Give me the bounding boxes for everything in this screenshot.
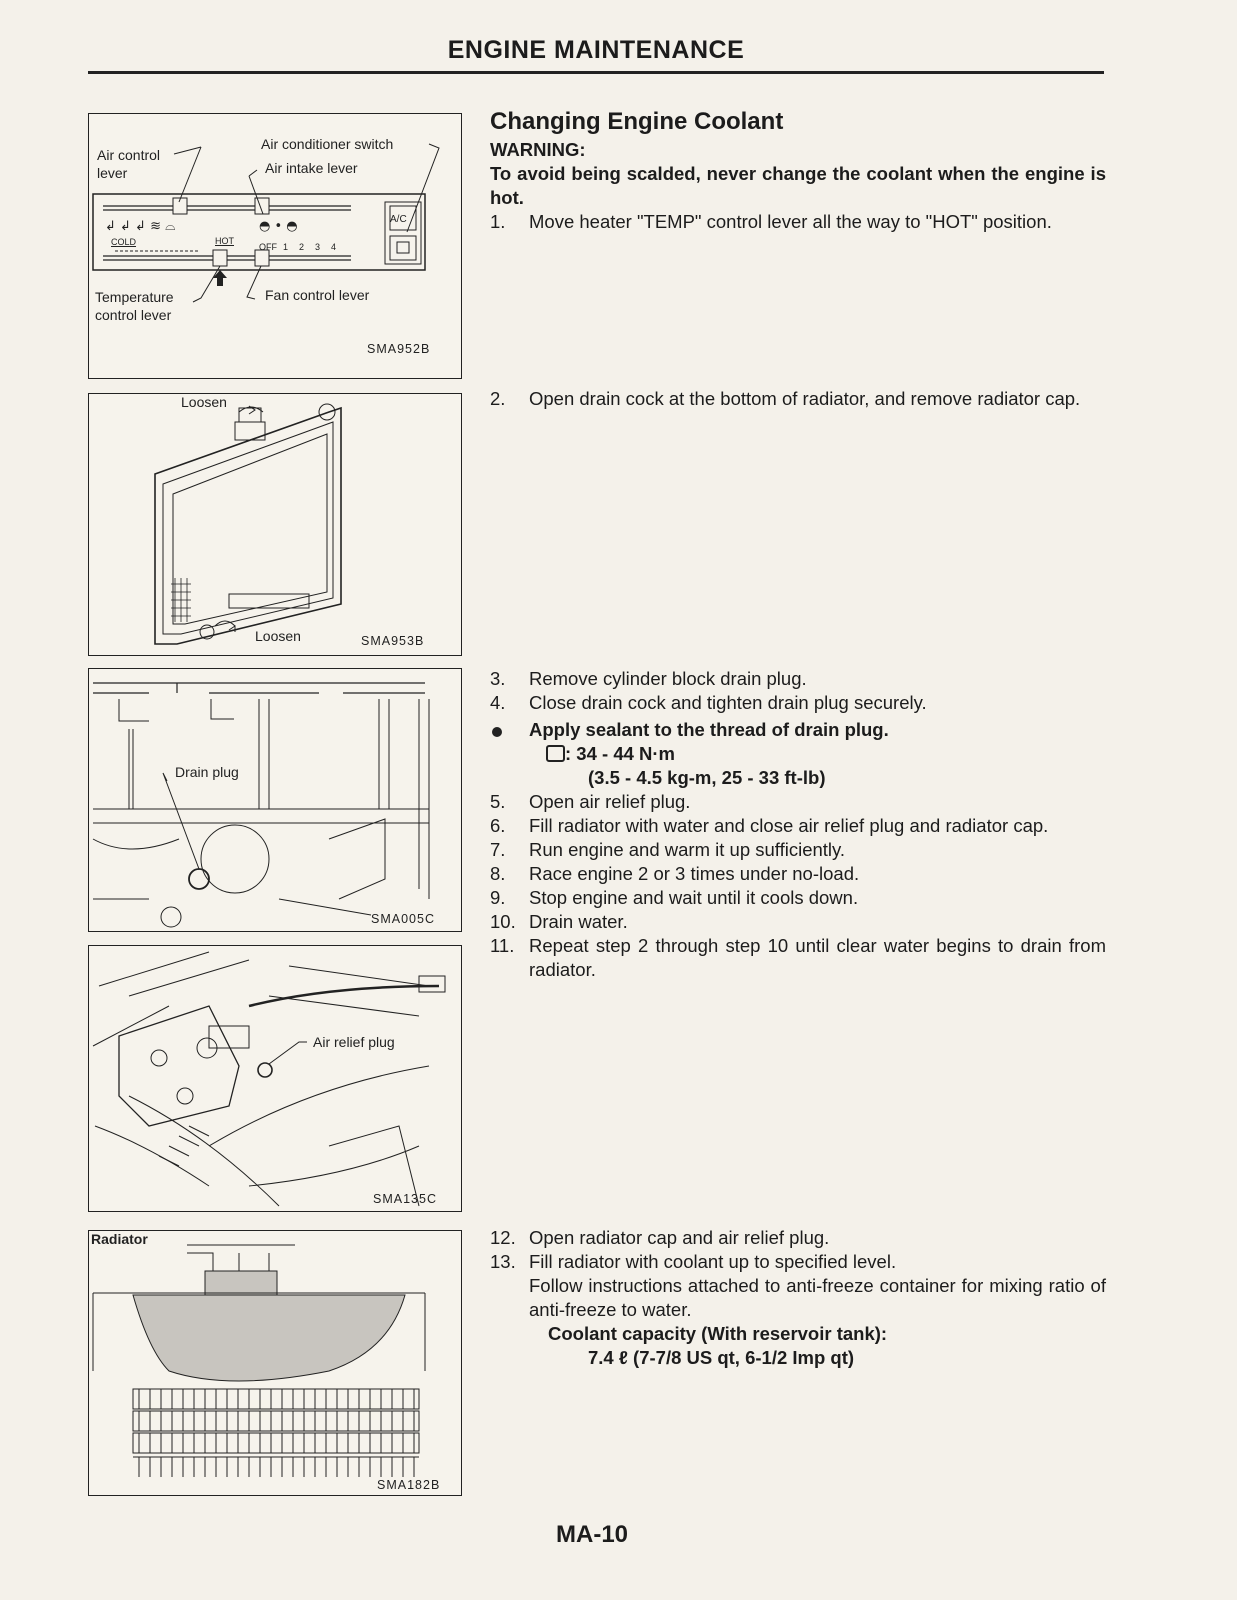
label-loosen-top: Loosen: [181, 394, 227, 410]
step-13-followup: Follow instructions attached to anti-fre…: [529, 1275, 1106, 1320]
coolant-capacity-value: 7.4 ℓ (7-7/8 US qt, 6-1/2 Imp qt): [588, 1347, 855, 1368]
label-ac-switch: Air conditioner switch: [261, 136, 394, 152]
svg-text:↲ ↲ ↲ ≋ ⌓: ↲ ↲ ↲ ≋ ⌓: [105, 219, 175, 234]
figure-radiator-fill: Radiator SMA182B: [88, 1230, 462, 1496]
cylinder-block-illustration: [92, 682, 430, 928]
step-text: Drain water.: [529, 911, 628, 932]
step-number: 1.: [490, 211, 506, 232]
steps-3-11-block: 3. Remove cylinder block drain plug. 4. …: [490, 667, 1106, 982]
step-4: 4. Close drain cock and tighten drain pl…: [490, 691, 1106, 715]
step-3: 3. Remove cylinder block drain plug.: [490, 667, 1106, 691]
step-2: 2. Open drain cock at the bottom of radi…: [490, 387, 1106, 411]
coolant-capacity-label: Coolant capacity (With reservoir tank):: [548, 1323, 888, 1344]
step-number: 11.: [490, 935, 515, 956]
fan-speed-1: 1: [283, 242, 289, 252]
label-hot: HOT: [215, 236, 234, 246]
figure-air-relief-plug: Air relief plug SMA135C: [88, 945, 462, 1212]
figure-code: SMA953B: [361, 634, 425, 648]
label-ac-button: A/C: [390, 214, 407, 225]
step-text: Stop engine and wait until it cools down…: [529, 887, 859, 908]
step-6: 6. Fill radiator with water and close ai…: [490, 814, 1106, 838]
torque-value: : 34 - 44 N·m: [565, 743, 676, 764]
heater-control-illustration: ↲ ↲ ↲ ≋ ⌓ ◓ • ◓: [92, 143, 440, 303]
label-control-lever: control lever: [95, 307, 172, 323]
figure-radiator-drain: Loosen Loosen SMA953B: [88, 393, 462, 656]
label-radiator: Radiator: [91, 1231, 148, 1247]
radiator-illustration: [154, 403, 342, 645]
step-text: Fill radiator with water and close air r…: [529, 815, 1049, 836]
label-cold: COLD: [111, 237, 137, 247]
step-text: Open drain cock at the bottom of radiato…: [529, 388, 1081, 409]
engine-bay-illustration: [92, 951, 446, 1207]
step-text: Repeat step 2 through step 10 until clea…: [529, 935, 1106, 980]
step-number: 4.: [490, 692, 506, 713]
figure-code: SMA952B: [367, 342, 431, 356]
step-number: 9.: [490, 887, 506, 908]
bullet-text: Apply sealant to the thread of drain plu…: [529, 719, 889, 740]
label-drain-plug: Drain plug: [175, 764, 239, 780]
step-number: 8.: [490, 863, 506, 884]
step-number: 10.: [490, 911, 516, 932]
label-loosen-bottom: Loosen: [255, 628, 301, 644]
torque-spec-alt: (3.5 - 4.5 kg-m, 25 - 33 ft-lb): [588, 767, 826, 788]
figure-heater-controls: ↲ ↲ ↲ ≋ ⌓ ◓ • ◓ Air control lever Air co…: [88, 113, 462, 379]
step-text: Move heater "TEMP" control lever all the…: [529, 211, 1052, 232]
section-intro: Changing Engine Coolant WARNING: To avoi…: [490, 110, 1106, 234]
step-number: 13.: [490, 1251, 516, 1272]
steps-12-13-block: 12. Open radiator cap and air relief plu…: [490, 1226, 1106, 1370]
step-number: 2.: [490, 388, 506, 409]
label-off: OFF: [259, 242, 277, 252]
step-12: 12. Open radiator cap and air relief plu…: [490, 1226, 1106, 1250]
page-number: MA-10: [556, 1521, 629, 1548]
sealant-bullet: Apply sealant to the thread of drain plu…: [490, 718, 1106, 742]
step-text: Fill radiator with coolant up to specifi…: [529, 1251, 897, 1272]
step-5: 5. Open air relief plug.: [490, 790, 1106, 814]
figure-code: SMA005C: [371, 912, 435, 926]
label-temperature: Temperature: [95, 289, 174, 305]
label-air-relief-plug: Air relief plug: [313, 1034, 395, 1050]
label-air-control: Air control: [97, 147, 161, 163]
label-fan-control: Fan control lever: [265, 287, 370, 303]
step-number: 7.: [490, 839, 506, 860]
section-title: Changing Engine Coolant: [490, 108, 784, 135]
step-text: Open air relief plug.: [529, 791, 691, 812]
label-air-intake: Air intake lever: [265, 160, 358, 176]
bullet-icon: [492, 727, 502, 737]
step-text: Open radiator cap and air relief plug.: [529, 1227, 830, 1248]
radiator-fill-illustration: [92, 1244, 426, 1477]
step-number: 12.: [490, 1227, 516, 1248]
fan-speed-3: 3: [315, 242, 321, 252]
label-lever: lever: [97, 165, 128, 181]
fan-speed-2: 2: [299, 242, 305, 252]
fan-speed-4: 4: [331, 242, 337, 252]
warning-text: To avoid being scalded, never change the…: [490, 163, 1106, 208]
page-header: ENGINE MAINTENANCE: [447, 36, 745, 64]
step-text: Close drain cock and tighten drain plug …: [529, 692, 927, 713]
step-8: 8. Race engine 2 or 3 times under no-loa…: [490, 862, 1106, 886]
torque-spec: : 34 - 44 N·m: [490, 742, 1106, 766]
figure-code: SMA135C: [373, 1192, 437, 1206]
warning-label: WARNING:: [490, 139, 586, 160]
step-10: 10. Drain water.: [490, 910, 1106, 934]
step-text: Run engine and warm it up sufficiently.: [529, 839, 846, 860]
step-2-block: 2. Open drain cock at the bottom of radi…: [490, 387, 1106, 411]
step-number: 6.: [490, 815, 506, 836]
step-1: 1. Move heater "TEMP" control lever all …: [490, 210, 1106, 234]
torque-wrench-icon: [546, 745, 565, 762]
step-7: 7. Run engine and warm it up sufficientl…: [490, 838, 1106, 862]
figure-drain-plug: Drain plug SMA005C: [88, 668, 462, 932]
step-13: 13. Fill radiator with coolant up to spe…: [490, 1250, 1106, 1322]
header-rule: [88, 71, 1104, 74]
figure-code: SMA182B: [377, 1478, 441, 1492]
step-9: 9. Stop engine and wait until it cools d…: [490, 886, 1106, 910]
step-text: Remove cylinder block drain plug.: [529, 668, 807, 689]
svg-text:◓ • ◓: ◓ • ◓: [259, 219, 298, 234]
step-text: Race engine 2 or 3 times under no-load.: [529, 863, 860, 884]
step-number: 3.: [490, 668, 506, 689]
step-11: 11. Repeat step 2 through step 10 until …: [490, 934, 1106, 982]
step-number: 5.: [490, 791, 506, 812]
